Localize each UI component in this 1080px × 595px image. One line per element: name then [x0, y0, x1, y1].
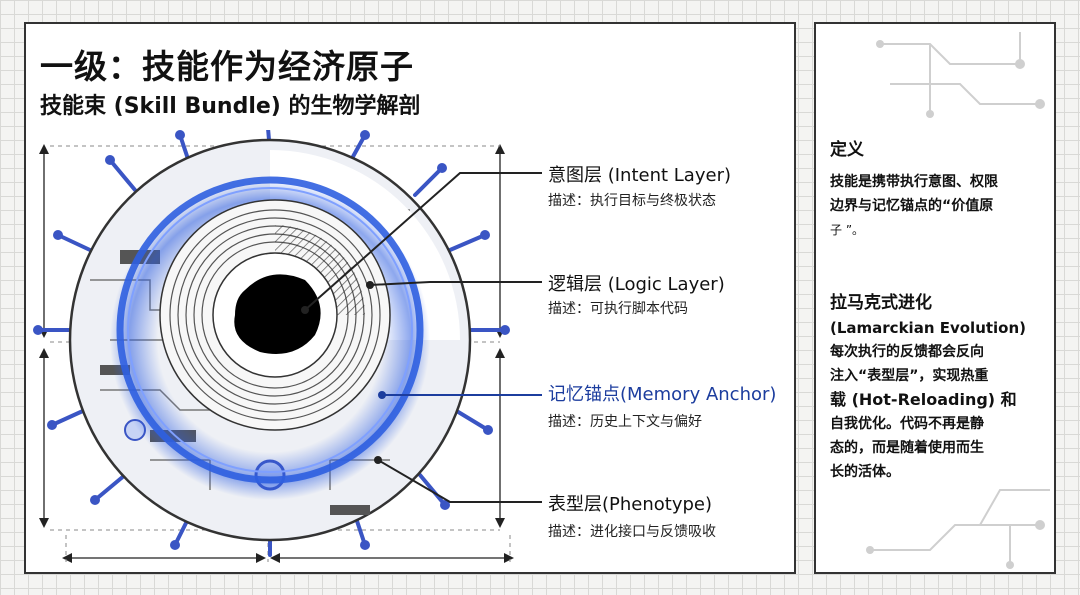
evolution-line-3b: (Hot-Reloading) 和 [846, 390, 1017, 409]
memory-anchor-desc: 描述：历史上下文与偏好 [548, 414, 702, 430]
leader-intent [304, 172, 542, 311]
logic-layer-label: 逻辑层 (Logic Layer) [548, 274, 725, 295]
definition-text: 技能是携带执行意图、权限 边界与记忆锚点的“价值原 子 ”。 [830, 170, 1042, 242]
phenotype-label: 表型层(Phenotype) [548, 494, 713, 515]
intent-layer-core [234, 274, 321, 354]
evolution-line-3: 载 (Hot-Reloading) 和 [830, 388, 1042, 412]
evolution-line-1: 每次执行的反馈都会反向 [830, 344, 984, 360]
page-title: 一级：技能作为经济原子 [40, 47, 414, 86]
side-panel [814, 22, 1056, 574]
evolution-line-4: 自我优化。代码不再是静 [830, 416, 984, 432]
evolution-line-6: 长的活体。 [830, 464, 900, 480]
definition-line-3: 子 ”。 [830, 223, 865, 237]
memory-anchor-label: 记忆锚点(Memory Anchor) [548, 384, 777, 405]
definition-heading: 定义 [830, 140, 864, 160]
definition-line-1: 技能是携带执行意图、权限 [830, 174, 998, 190]
phenotype-desc: 描述：进化接口与反馈吸收 [548, 524, 716, 540]
page-subtitle: 技能束 (Skill Bundle) 的生物学解剖 [40, 94, 421, 119]
intent-layer-desc: 描述：执行目标与终极状态 [548, 193, 716, 209]
dimension-lines [43, 148, 510, 559]
intent-layer-label: 意图层 (Intent Layer) [548, 165, 731, 186]
leader-phenotype [377, 459, 542, 503]
circuit-decoration-bottom [866, 489, 1050, 569]
evolution-heading: 拉马克式进化 [830, 293, 932, 313]
logic-layer-desc: 描述：可执行脚本代码 [548, 301, 688, 317]
evolution-en-title: (Lamarckian Evolution) [830, 319, 1027, 337]
skill-bundle-cell-diagram [33, 130, 542, 563]
circuit-decoration-top [876, 32, 1045, 118]
evolution-line-3a: 载 [830, 390, 847, 409]
evolution-text: (Lamarckian Evolution) 每次执行的反馈都会反向 注入“表型… [830, 316, 1042, 484]
definition-line-2: 边界与记忆锚点的“价值原 [830, 198, 994, 214]
evolution-line-2: 注入“表型层”，实现热重 [830, 368, 989, 384]
leader-logic [369, 281, 542, 286]
memory-anchor-ring [116, 176, 424, 484]
evolution-line-5: 态的，而是随着使用而生 [830, 440, 984, 456]
